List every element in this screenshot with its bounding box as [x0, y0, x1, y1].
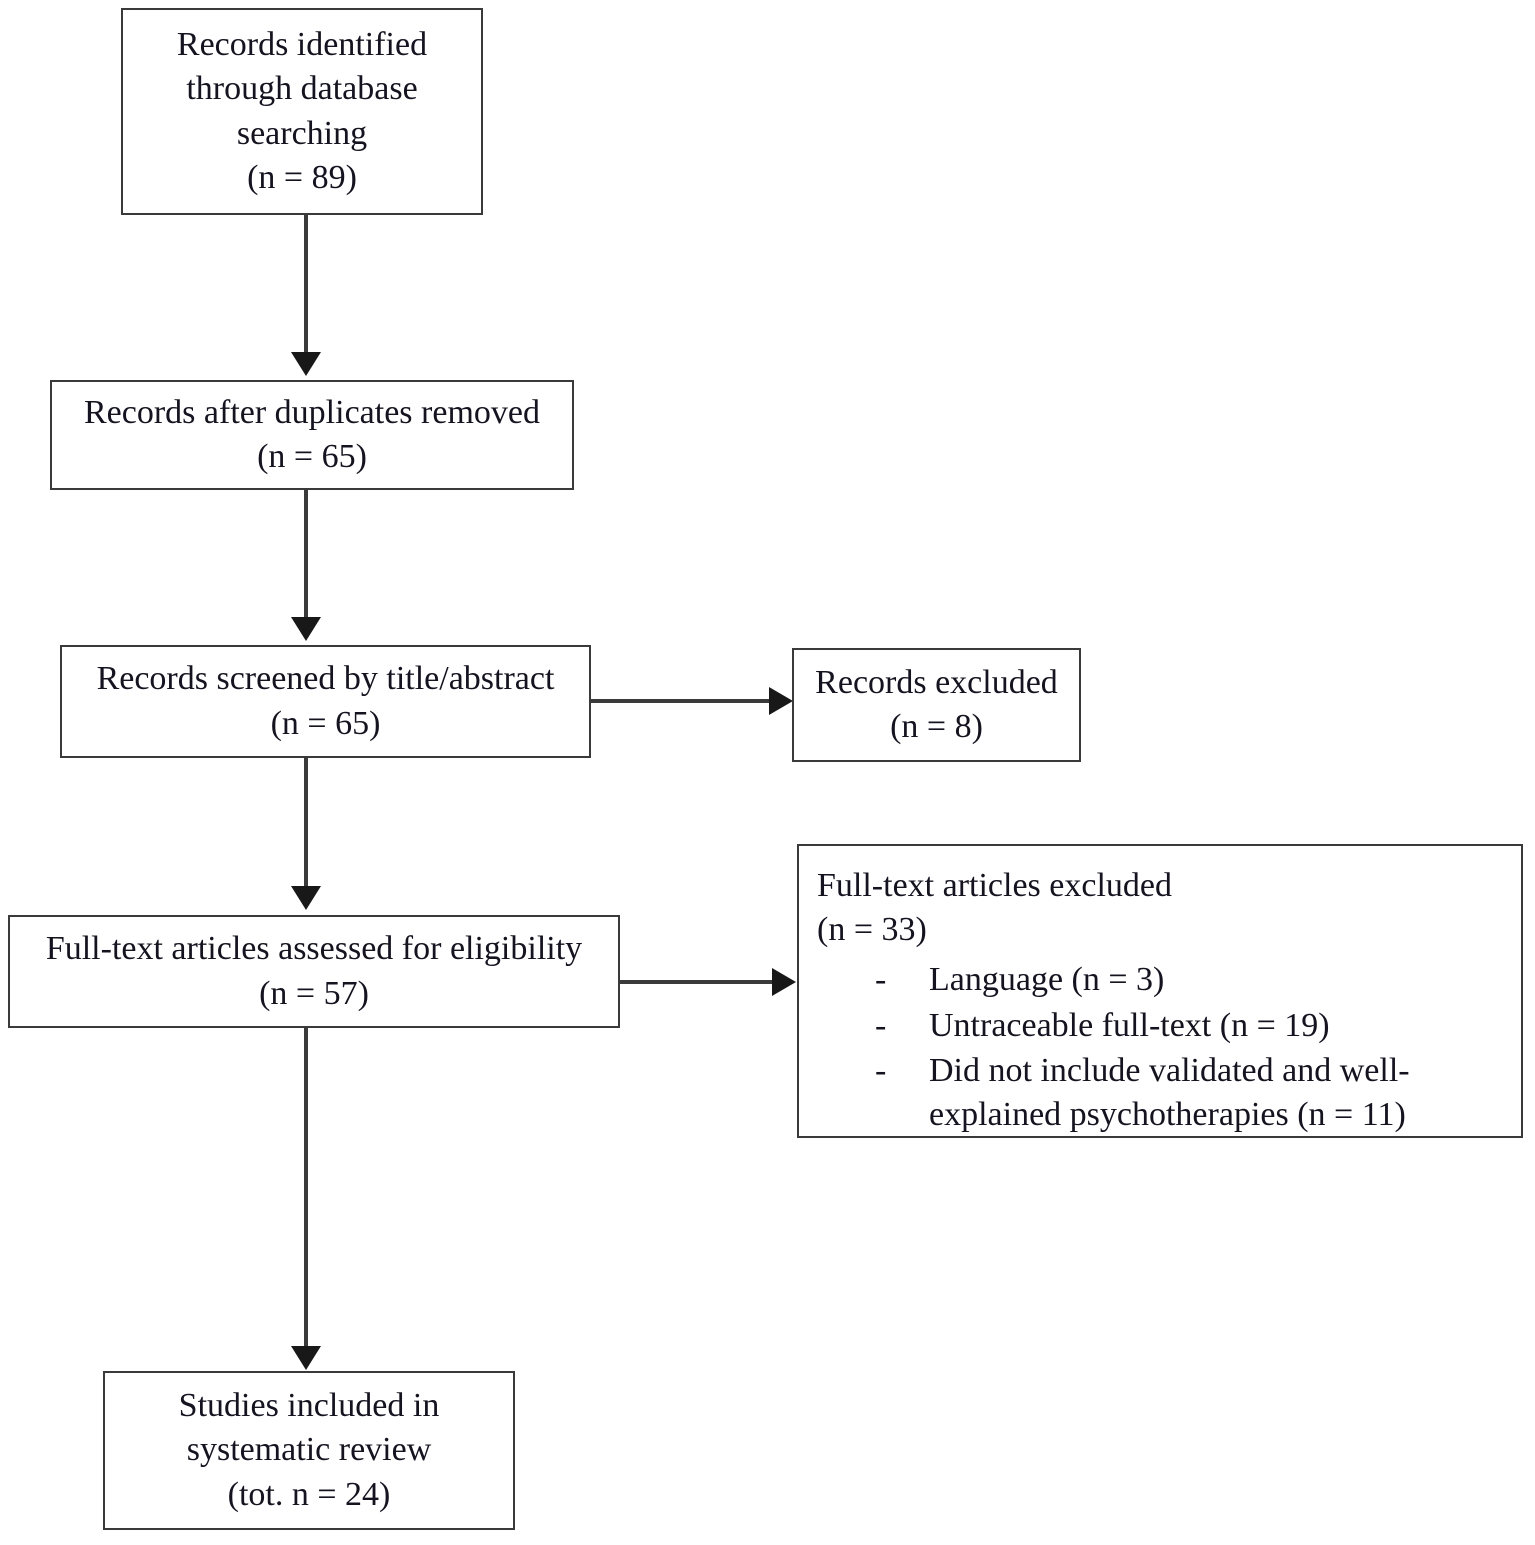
node-records-excluded: Records excluded (n = 8): [792, 648, 1081, 762]
exclusion-reasons-list: - Language (n = 3) - Untraceable full-te…: [817, 958, 1511, 1138]
connector-duplicates-to-screened: [304, 490, 308, 618]
node-fulltext-excluded-count: (n = 33): [817, 911, 927, 949]
node-fulltext-assessed: Full-text articles assessed for eligibil…: [8, 915, 620, 1028]
node-records-excluded-count: (n = 8): [890, 708, 983, 745]
exclusion-reason-item: - Language (n = 3): [817, 958, 1511, 1002]
node-studies-included-count: (tot. n = 24): [227, 1475, 391, 1513]
node-duplicates-removed-count: (n = 65): [257, 438, 367, 475]
arrowhead-screened-to-excluded: [769, 687, 793, 715]
node-studies-included: Studies included in systematic review (t…: [103, 1371, 515, 1530]
node-records-screened: Records screened by title/abstract (n = …: [60, 645, 591, 758]
bullet-dash-icon: -: [875, 961, 887, 999]
exclusion-reason-item: - Untraceable full-text (n = 19): [817, 1004, 1511, 1048]
node-records-screened-count: (n = 65): [270, 704, 381, 742]
connector-eligibility-to-fulltext-excluded: [620, 980, 775, 984]
node-fulltext-assessed-count: (n = 57): [259, 974, 369, 1012]
node-fulltext-excluded: Full-text articles excluded (n = 33) - L…: [797, 844, 1523, 1138]
node-records-identified-line1: Records identified: [176, 26, 428, 64]
exclusion-reason-text: Untraceable full-text (n = 19): [929, 1006, 1330, 1044]
connector-eligibility-to-included: [304, 1028, 308, 1348]
connector-screened-to-eligibility: [304, 758, 308, 888]
arrowhead-duplicates-to-screened: [291, 617, 321, 641]
node-records-identified-line3: searching: [236, 114, 368, 152]
node-records-identified: Records identified through database sear…: [121, 8, 483, 215]
connector-screened-to-excluded: [591, 699, 772, 703]
node-records-screened-line1: Records screened by title/abstract: [96, 660, 555, 698]
exclusion-reason-text: Language (n = 3): [929, 961, 1165, 999]
node-studies-included-line2: systematic review: [186, 1431, 432, 1469]
bullet-dash-icon: -: [875, 1006, 887, 1044]
connector-identified-to-duplicates: [304, 215, 308, 355]
node-duplicates-removed: Records after duplicates removed (n = 65…: [50, 380, 574, 490]
bullet-dash-icon: -: [875, 1052, 887, 1090]
node-records-excluded-line1: Records excluded: [815, 663, 1058, 701]
node-duplicates-removed-line1: Records after duplicates removed: [84, 393, 540, 431]
exclusion-reason-item: - Did not include validated and well-exp…: [817, 1049, 1511, 1136]
node-records-identified-count: (n = 89): [247, 158, 357, 196]
arrowhead-eligibility-to-fulltext-excluded: [772, 968, 796, 996]
node-fulltext-excluded-line1: Full-text articles excluded: [817, 867, 1172, 904]
node-fulltext-assessed-line1: Full-text articles assessed for eligibil…: [45, 930, 583, 968]
node-records-identified-line2: through database: [186, 70, 418, 108]
arrowhead-identified-to-duplicates: [291, 352, 321, 376]
exclusion-reason-text: Did not include validated and well-expla…: [929, 1052, 1410, 1133]
arrowhead-screened-to-eligibility: [291, 886, 321, 910]
arrowhead-eligibility-to-included: [291, 1346, 321, 1370]
node-studies-included-line1: Studies included in: [178, 1387, 440, 1425]
